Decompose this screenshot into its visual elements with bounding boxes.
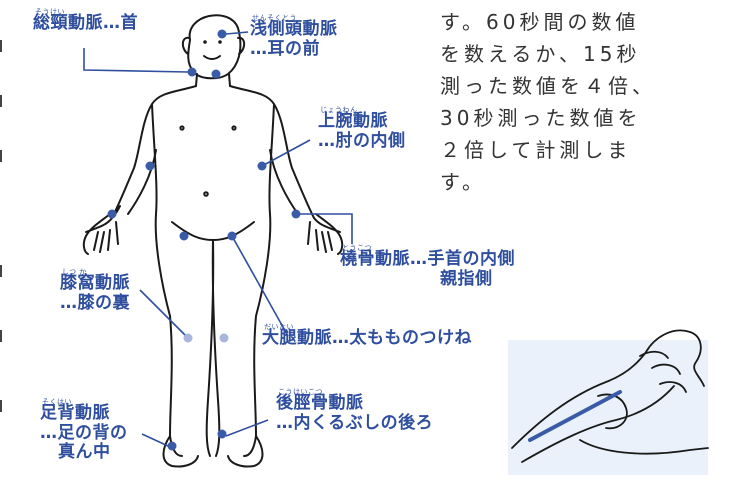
left-foot [162, 435, 199, 468]
label-temporal: せんそくとう 浅側頭動脈 …耳の前 [250, 14, 338, 59]
pulse-point-brachial-right [257, 161, 267, 171]
head-outline [187, 14, 242, 80]
left-hand [82, 213, 119, 255]
margin-text-fragment [0, 330, 2, 342]
label-tibial: こうけいこつ 後脛骨動脈 …内くるぶしの後ろ [276, 388, 434, 433]
margin-text-fragment [0, 150, 2, 162]
label-carotid: そうけい 総頸動脈…首 [33, 8, 138, 34]
pulse-point-brachial-left [145, 161, 155, 171]
right-eye [218, 40, 222, 44]
leader-popliteal [139, 289, 187, 337]
left-nipple [179, 125, 185, 131]
wrist-artery-line [528, 390, 622, 442]
leader-femoral [231, 235, 289, 337]
right-side-outline [229, 85, 341, 457]
label-brachial: じょうわん 上腕動脈 …肘の内側 [318, 106, 406, 151]
left-eye [203, 40, 207, 44]
pulse-point-dorsalis [167, 441, 177, 451]
body-paragraph: す。60秒間の数値 を数えるか、15秒 測った数値を４倍、 30秒測った数値を … [440, 10, 656, 194]
leader-radial [298, 213, 353, 244]
wrist-pulse-illustration [508, 329, 709, 475]
navel [203, 191, 209, 197]
right-ear [237, 36, 246, 55]
pulse-point-carotid [187, 67, 197, 77]
neck [195, 73, 231, 87]
left-inner-arm [127, 149, 157, 215]
leader-tibial [225, 419, 269, 437]
label-dorsalis: そくはい 足背動脈 …足の背の 真ん中 [40, 398, 128, 463]
inner-legs [171, 221, 255, 457]
pulse-point-popliteal-left [183, 333, 193, 343]
label-radial: とうこつ 橈骨動脈…手首の内側 親指側 [340, 244, 515, 289]
pulse-point-popliteal-right [219, 333, 229, 343]
label-femoral: だいたい 大腿動脈…太もものつけね [262, 323, 472, 349]
face-smile [203, 55, 221, 60]
leader-brachial [261, 139, 311, 167]
leader-temporal [225, 31, 249, 35]
margin-text-fragment [0, 265, 2, 277]
pulse-point-tibial [217, 429, 227, 439]
right-nipple [231, 125, 237, 131]
pulse-point-femoral-right [227, 231, 237, 241]
leader-dorsalis [141, 433, 169, 447]
right-hand [307, 213, 344, 255]
pulse-point-temporal [217, 29, 227, 39]
right-foot [227, 435, 264, 468]
leader-carotid [83, 48, 189, 73]
pulse-point-carotid-right [211, 69, 221, 79]
pulse-point-radial-left [107, 209, 117, 219]
pulse-point-femoral-left [179, 231, 189, 241]
left-ear [181, 36, 190, 55]
label-carotid-text: 総頸動脈…首 [33, 13, 138, 34]
margin-text-fragment [0, 40, 2, 52]
margin-text-fragment [0, 95, 2, 107]
label-popliteal: しつ か 膝窩動脈 …膝の裏 [60, 268, 130, 313]
pulse-point-radial-right [291, 209, 301, 219]
margin-text-fragment [0, 400, 2, 412]
